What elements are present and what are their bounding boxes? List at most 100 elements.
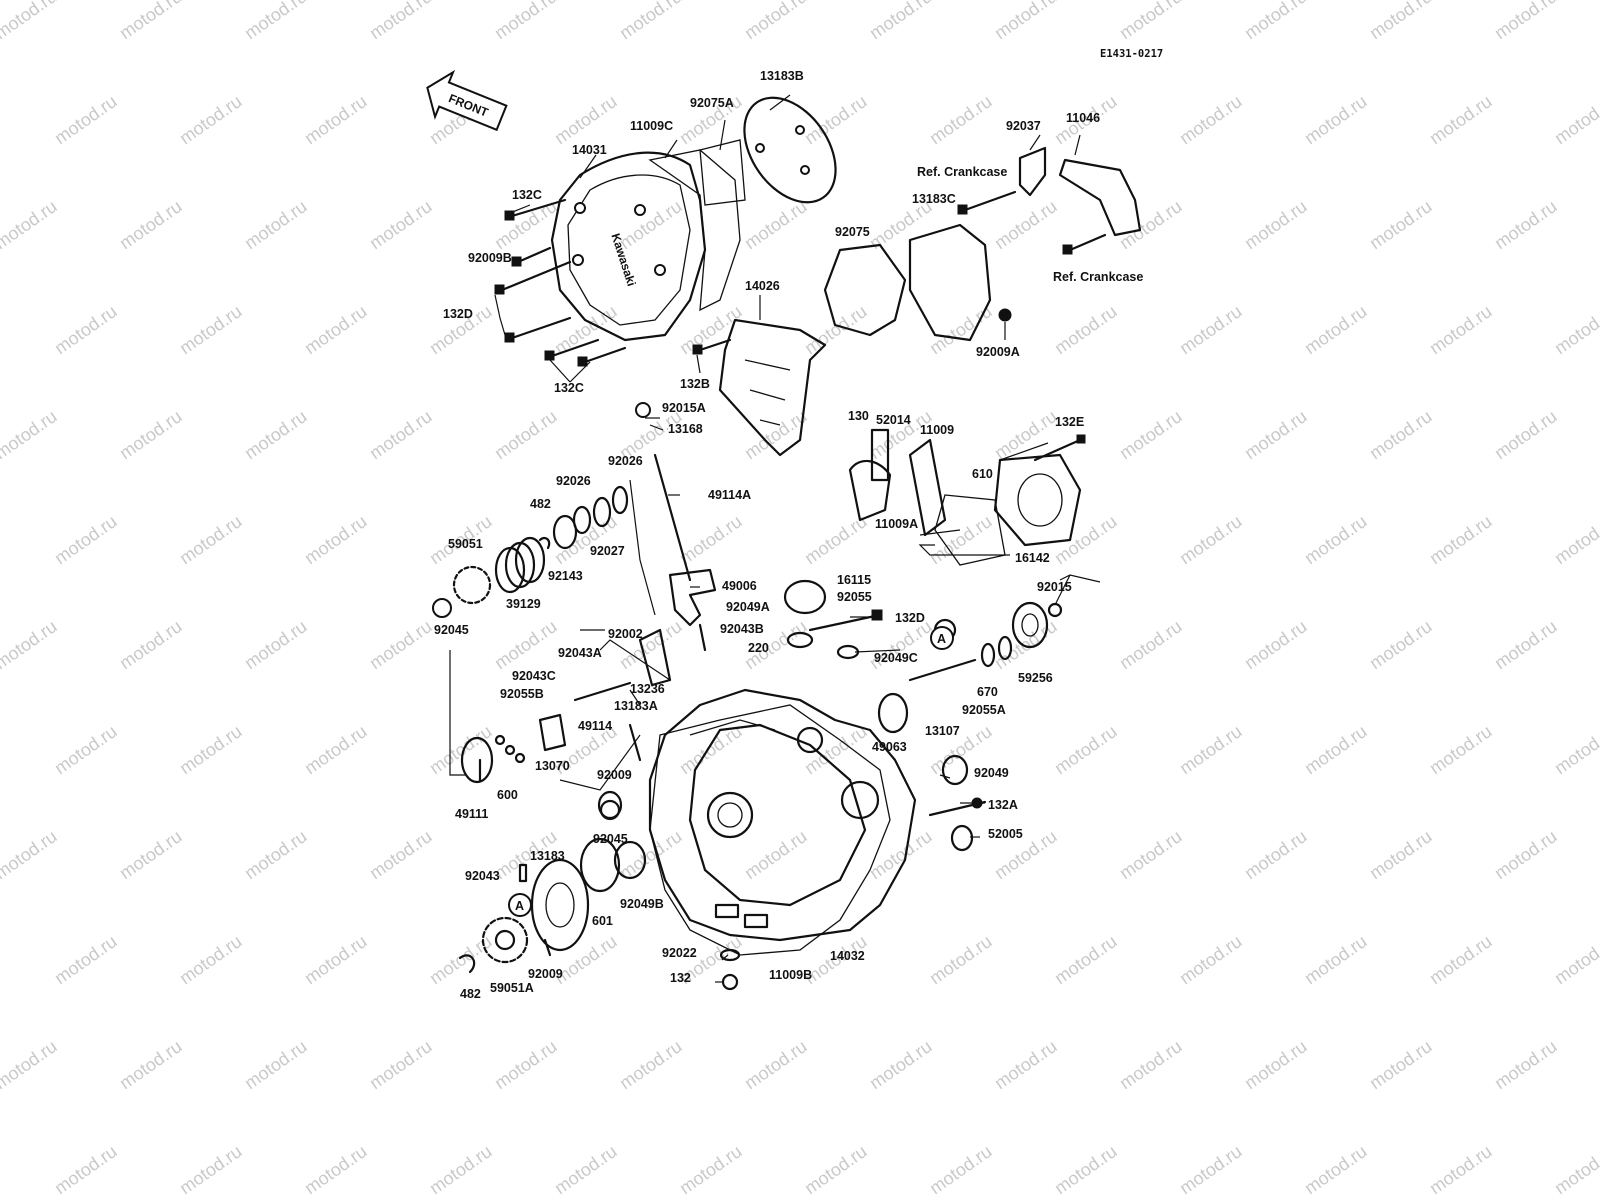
- watermark-text: motod.ru: [616, 0, 686, 43]
- pump-impeller-59256: [1011, 601, 1049, 649]
- watermark-text: motod.ru: [926, 931, 996, 988]
- part-label-52005: 52005: [988, 827, 1023, 841]
- part-label-52014: 52014: [876, 413, 911, 427]
- watermark-text: motod.ru: [301, 91, 371, 148]
- watermark-text: motod.ru: [116, 1036, 186, 1093]
- watermark-text: motod.ru: [991, 0, 1061, 43]
- watermark-text: motod.ru: [241, 0, 311, 43]
- watermark-text: motod.ru: [741, 196, 811, 253]
- watermark-text: motod.ru: [1366, 1036, 1436, 1093]
- watermark-text: motod.ru: [116, 0, 186, 43]
- watermark-text: motod.ru: [116, 196, 186, 253]
- watermark-text: motod.ru: [1051, 301, 1121, 358]
- watermark-text: motod.ru: [1176, 511, 1246, 568]
- watermark-text: motod.ru: [366, 1036, 436, 1093]
- watermark-text: motod.ru: [1051, 511, 1121, 568]
- part-label-13183a: 13183A: [614, 699, 658, 713]
- watermark-text: motod.ru: [491, 1036, 561, 1093]
- elbow-pipe: [848, 459, 892, 522]
- watermark-text: motod.ru: [366, 616, 436, 673]
- part-label-14026: 14026: [745, 279, 780, 293]
- watermark-text: motod.ru: [1241, 616, 1311, 673]
- watermark-text: motod.ru: [1551, 91, 1600, 148]
- part-label-482: 482: [460, 987, 481, 1001]
- part-label-132c: 132C: [512, 188, 542, 202]
- watermark-text: motod.ru: [991, 406, 1061, 463]
- part-label-92009b: 92009B: [468, 251, 512, 265]
- watermark-text: motod.ru: [0, 1036, 60, 1093]
- part-label-220: 220: [748, 641, 769, 655]
- watermark-text: motod.ru: [1116, 826, 1186, 883]
- part-label-49006: 49006: [722, 579, 757, 593]
- part-label-92015: 92015: [1037, 580, 1072, 594]
- part-label-92027: 92027: [590, 544, 625, 558]
- watermark-text: motod.ru: [491, 406, 561, 463]
- watermark-text: motod.ru: [241, 1036, 311, 1093]
- bearing-49063: [877, 692, 909, 734]
- crankcase-14032: [648, 688, 917, 942]
- cap-92015a: [635, 402, 651, 418]
- watermark-text: motod.ru: [1366, 0, 1436, 43]
- part-label-92055b: 92055B: [500, 687, 544, 701]
- watermark-text: motod.ru: [51, 721, 121, 778]
- ref-crankcase-label-right: Ref. Crankcase: [1053, 270, 1143, 284]
- part-label-13070: 13070: [535, 759, 570, 773]
- part-label-92009: 92009: [597, 768, 632, 782]
- watermark-text: motod.ru: [676, 301, 746, 358]
- part-label-600: 600: [497, 788, 518, 802]
- watermark-text: motod.ru: [1551, 301, 1600, 358]
- watermark-text: motod.ru: [491, 616, 561, 673]
- watermark-text: motod.ru: [1426, 511, 1496, 568]
- watermark-text: motod.ru: [366, 0, 436, 43]
- watermark-text: motod.ru: [1301, 931, 1371, 988]
- part-label-132a: 132A: [988, 798, 1018, 812]
- watermark-text: motod.ru: [1176, 1141, 1246, 1198]
- ref-crankcase-label-top: Ref. Crankcase: [917, 165, 1007, 179]
- watermark-text: motod.ru: [1301, 1141, 1371, 1198]
- part-label-92037: 92037: [1006, 119, 1041, 133]
- plate-13183: [530, 858, 590, 952]
- watermark-text: motod.ru: [991, 196, 1061, 253]
- sprocket-cover-14026: [718, 318, 827, 457]
- part-label-13168: 13168: [668, 422, 703, 436]
- part-label-130: 130: [848, 409, 869, 423]
- part-label-11009b: 11009B: [769, 968, 812, 982]
- watermark-text: motod.ru: [51, 931, 121, 988]
- shaft-13107: [908, 658, 977, 682]
- watermark-text: motod.ru: [176, 91, 246, 148]
- watermark-text: motod.ru: [741, 826, 811, 883]
- part-label-92075: 92075: [835, 225, 870, 239]
- watermark-text: motod.ru: [1551, 721, 1600, 778]
- part-label-132d: 132D: [443, 307, 473, 321]
- watermark-text: motod.ru: [1116, 0, 1186, 43]
- watermark-text: motod.ru: [801, 91, 871, 148]
- part-label-92009: 92009: [528, 967, 563, 981]
- watermark-text: motod.ru: [1241, 0, 1311, 43]
- watermark-text: motod.ru: [1241, 196, 1311, 253]
- watermark-text: motod.ru: [926, 1141, 996, 1198]
- watermark-text: motod.ru: [1241, 406, 1311, 463]
- watermark-text: motod.ru: [991, 1036, 1061, 1093]
- part-drawings: Kawasaki: [432, 96, 1142, 991]
- watermark-text: motod.ru: [1491, 196, 1561, 253]
- gasket-11009c: [648, 149, 741, 312]
- part-label-92043a: 92043A: [558, 646, 602, 660]
- watermark-text: motod.ru: [551, 301, 621, 358]
- watermark-text: motod.ru: [1426, 301, 1496, 358]
- part-label-610: 610: [972, 467, 993, 481]
- watermark-text: motod.ru: [51, 511, 121, 568]
- watermark-text: motod.ru: [426, 721, 496, 778]
- watermark-text: motod.ru: [301, 721, 371, 778]
- part-label-13183c: 13183C: [912, 192, 956, 206]
- lever-13070: [538, 713, 567, 752]
- ref-marker-a-bottom: A: [515, 899, 524, 913]
- watermark-text: motod.ru: [1116, 196, 1186, 253]
- part-label-92009a: 92009A: [976, 345, 1020, 359]
- watermark-text: motod.ru: [1426, 91, 1496, 148]
- watermark-text: motod.ru: [866, 0, 936, 43]
- seal-92049b: [613, 840, 647, 880]
- watermark-text: motod.ru: [241, 616, 311, 673]
- part-label-49114a: 49114A: [708, 488, 751, 502]
